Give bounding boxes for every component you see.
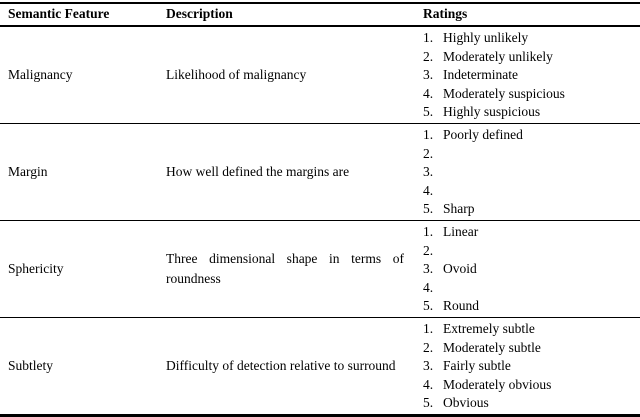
table-row: Margin How well defined the margins are …	[0, 123, 640, 221]
rating-item: 2.	[423, 145, 639, 164]
rating-label: Linear	[443, 223, 479, 239]
rating-number: 4.	[423, 182, 434, 198]
rating-label: Moderately obvious	[443, 376, 552, 392]
rating-item: 4.	[423, 182, 639, 201]
rating-number: 2.	[423, 242, 434, 258]
rating-number: 3.	[423, 358, 434, 374]
rating-number: 2.	[423, 48, 434, 64]
rating-label: Highly unlikely	[443, 30, 529, 45]
rating-item: 4. Moderately obvious	[423, 376, 639, 395]
ratings-list: 1. Poorly defined 2. 3. 4. 5. Sharp	[423, 126, 639, 219]
feature-cell: Sphericity	[8, 261, 64, 277]
rating-item: 3. Fairly subtle	[423, 357, 639, 376]
ratings-cell: 1. Poorly defined 2. 3. 4. 5. Sharp	[418, 123, 640, 220]
rating-label: Highly suspicious	[443, 104, 541, 120]
ratings-cell: 1. Highly unlikely 2. Moderately unlikely 3.…	[418, 26, 640, 123]
header-row: Semantic Feature Description Ratings	[0, 3, 640, 26]
ratings-list: 1. Highly unlikely 2. Moderately unlikely 3.…	[423, 29, 639, 122]
rating-item: 2. Moderately unlikely	[423, 48, 639, 67]
rating-item: 2.	[423, 242, 639, 261]
rating-number: 5.	[423, 201, 434, 217]
rating-item: 1. Linear	[423, 223, 639, 242]
rating-number: 1.	[423, 320, 434, 336]
rating-number: 3.	[423, 261, 434, 277]
rating-label: Extremely subtle	[443, 320, 535, 336]
rating-item: 5. Round	[423, 297, 639, 316]
rating-item: 1. Extremely subtle	[423, 320, 639, 339]
rating-item: 2. Moderately subtle	[423, 339, 639, 358]
rating-label: Sharp	[443, 201, 475, 217]
rating-number: 2.	[423, 339, 434, 355]
rating-label: Poorly defined	[443, 126, 523, 142]
feature-cell: Margin	[8, 164, 48, 180]
feature-cell: Malignancy	[8, 67, 73, 83]
ratings-list: 1. Linear 2. 3. Ovoid 4. 5. Round	[423, 223, 639, 316]
rating-label: Ovoid	[443, 261, 477, 277]
rating-number: 1.	[423, 126, 434, 142]
rating-label: Indeterminate	[443, 67, 518, 83]
description-cell: Three dimensional shape in terms of roun…	[166, 251, 404, 286]
rating-label: Round	[443, 298, 480, 314]
rating-number: 5.	[423, 395, 434, 411]
rating-label: Moderately unlikely	[443, 48, 553, 64]
table-row: Subtlety Difficulty of detection relativ…	[0, 317, 640, 415]
rating-number: 5.	[423, 104, 434, 120]
description-cell: How well defined the margins are	[166, 164, 350, 180]
rating-number: 3.	[423, 164, 434, 180]
rating-item: 4. Moderately suspicious	[423, 85, 639, 104]
rating-number: 1.	[423, 30, 434, 45]
rating-item: 4.	[423, 279, 639, 298]
rating-number: 2.	[423, 145, 434, 161]
rating-label: Obvious	[443, 395, 489, 411]
table-row: Malignancy Likelihood of malignancy 1. Hi…	[0, 26, 640, 124]
ratings-cell: 1. Extremely subtle 2. Moderately subtle 3. F…	[418, 317, 640, 415]
rating-item: 5. Sharp	[423, 200, 639, 219]
rating-number: 4.	[423, 376, 434, 392]
rating-number: 4.	[423, 85, 434, 101]
rating-number: 1.	[423, 223, 434, 239]
rating-item: 1. Poorly defined	[423, 126, 639, 145]
col-header-description: Description	[166, 6, 233, 21]
feature-cell: Subtlety	[8, 358, 54, 374]
rating-item: 1. Highly unlikely	[423, 29, 639, 48]
ratings-list: 1. Extremely subtle 2. Moderately subtle 3. F…	[423, 320, 639, 413]
rating-number: 3.	[423, 67, 434, 83]
rating-label: Moderately subtle	[443, 339, 541, 355]
rating-item: 3. Ovoid	[423, 260, 639, 279]
table-row: Sphericity Three dimensional shape in te…	[0, 220, 640, 318]
ratings-cell: 1. Linear 2. 3. Ovoid 4. 5. Round	[418, 220, 640, 317]
col-header-semantic-feature: Semantic Feature	[8, 6, 110, 21]
rating-item: 3. Indeterminate	[423, 66, 639, 85]
rating-item: 5. Obvious	[423, 394, 639, 413]
rating-label: Fairly subtle	[443, 358, 511, 374]
rating-number: 4.	[423, 279, 434, 295]
rating-label: Moderately suspicious	[443, 85, 565, 101]
rating-number: 5.	[423, 298, 434, 314]
description-cell: Difficulty of detection relative to surr…	[166, 358, 396, 374]
col-header-ratings: Ratings	[423, 6, 468, 21]
table-body: Malignancy Likelihood of malignancy 1. Hi…	[0, 26, 640, 415]
rating-item: 5. Highly suspicious	[423, 103, 639, 122]
description-cell: Likelihood of malignancy	[166, 67, 307, 83]
rating-item: 3.	[423, 163, 639, 182]
